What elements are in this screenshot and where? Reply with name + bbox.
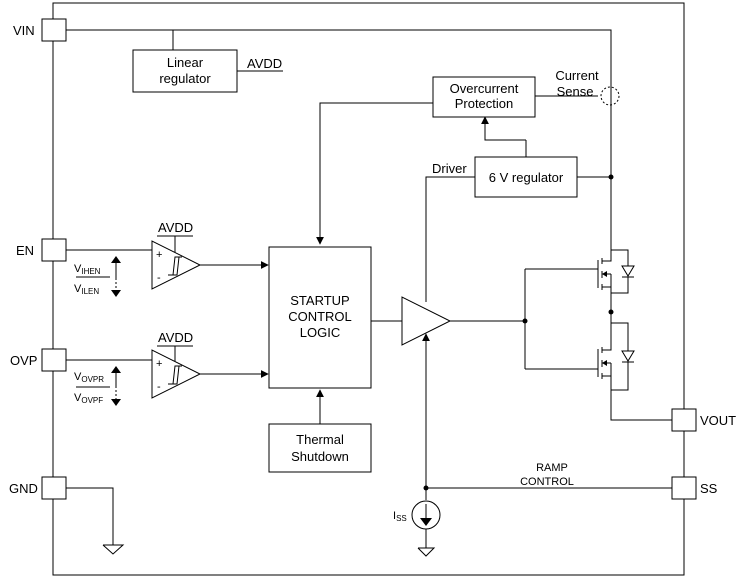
- pin-vin-label: VIN: [13, 23, 35, 38]
- overcurrent-line1: Overcurrent: [450, 81, 519, 96]
- regulator-6v-block: 6 V regulator: [474, 156, 578, 198]
- pin-gnd: GND: [9, 476, 67, 500]
- thermal-line1: Thermal: [296, 432, 344, 447]
- ovp-comparator-icon: + -: [151, 349, 202, 399]
- overcurrent-protection-block: Overcurrent Protection: [432, 76, 536, 118]
- ovp-plus: +: [156, 358, 162, 370]
- junction-dots: [423, 174, 614, 491]
- startup-line2: CONTROL: [288, 309, 352, 324]
- linear-regulator-line2: regulator: [159, 71, 211, 86]
- pin-vout-label: VOUT: [700, 413, 736, 428]
- current-sense-icon: [600, 86, 620, 106]
- regulator-6v-label: 6 V regulator: [489, 170, 564, 185]
- thermal-line2: Shutdown: [291, 449, 349, 464]
- linear-regulator-line1: Linear: [167, 55, 204, 70]
- pin-ss: SS: [671, 476, 718, 500]
- en-minus: -: [157, 272, 161, 284]
- avdd-en-label: AVDD: [158, 220, 193, 235]
- startup-control-block: STARTUP CONTROL LOGIC: [268, 246, 372, 389]
- iss-current-source-icon: [411, 500, 441, 530]
- en-comparator-icon: + -: [151, 240, 202, 290]
- linear-regulator-block: Linear regulator: [132, 49, 238, 93]
- thermal-shutdown-block: Thermal Shutdown: [268, 423, 372, 473]
- overcurrent-line2: Protection: [455, 96, 514, 111]
- chip-outline: [52, 2, 685, 576]
- vilen-label: VILEN: [74, 283, 99, 296]
- startup-line3: LOGIC: [300, 325, 340, 340]
- iss-label: ISS: [393, 510, 407, 523]
- ovp-minus: -: [157, 381, 161, 393]
- vovpr-label: VOVPR: [74, 371, 104, 384]
- current-sense-line2: Sense: [557, 84, 594, 99]
- pin-vout: VOUT: [671, 408, 736, 432]
- mosfet-top-icon: [597, 249, 635, 312]
- avdd-ovp-label: AVDD: [158, 330, 193, 345]
- ramp-line1: RAMP: [536, 462, 568, 474]
- vovpf-label: VOVPF: [74, 392, 103, 405]
- mosfet-bottom-icon: [597, 312, 635, 391]
- ramp-line2: CONTROL: [520, 476, 574, 488]
- current-sense-line1: Current: [555, 68, 599, 83]
- pin-ss-label: SS: [700, 481, 718, 496]
- pin-ovp-label: OVP: [10, 353, 37, 368]
- driver-label: Driver: [432, 161, 467, 176]
- avdd-linear-label: AVDD: [247, 56, 282, 71]
- pin-ovp: OVP: [10, 348, 67, 372]
- en-plus: +: [156, 249, 162, 261]
- startup-line1: STARTUP: [290, 293, 349, 308]
- vihen-label: VIHEN: [74, 263, 101, 276]
- pin-en: EN: [16, 238, 67, 262]
- driver-amplifier-icon: [401, 296, 452, 346]
- threshold-arrows-icon: [76, 256, 121, 406]
- pin-vin: VIN: [13, 18, 67, 42]
- pin-gnd-label: GND: [9, 481, 38, 496]
- pin-en-label: EN: [16, 243, 34, 258]
